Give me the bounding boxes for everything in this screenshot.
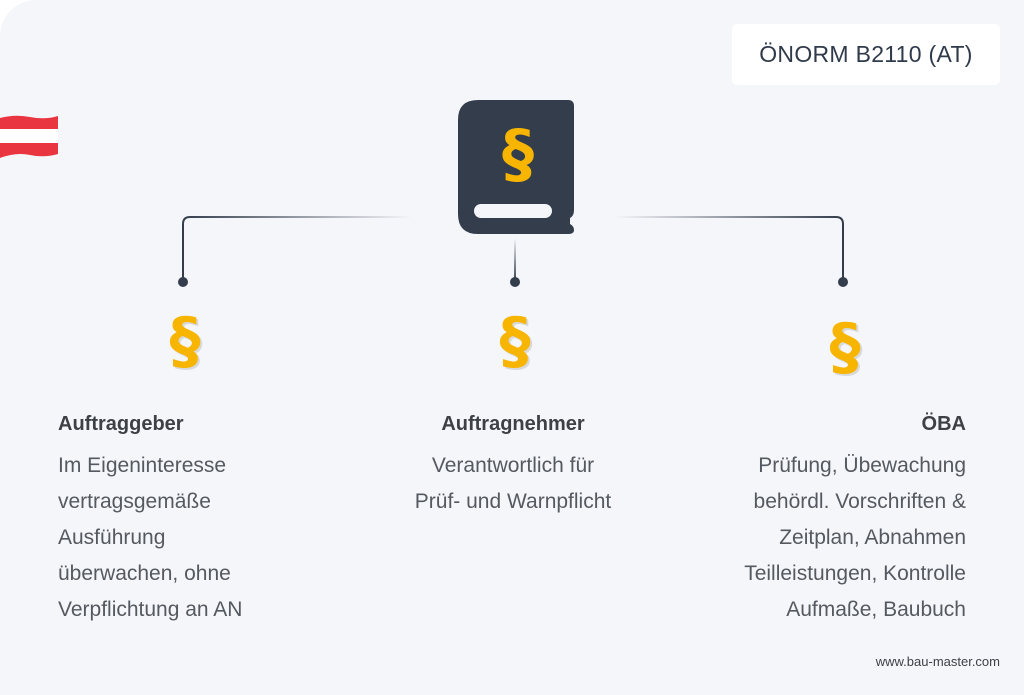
- role-title: ÖBA: [921, 413, 966, 435]
- role-text-line: überwachen, ohne: [58, 562, 231, 585]
- svg-text:§: §: [832, 312, 863, 385]
- connector-dot-right: [838, 277, 848, 287]
- role-text-line: Zeitplan, Abnahmen: [779, 526, 966, 549]
- svg-text:§: §: [172, 306, 203, 379]
- law-book-icon: §: [458, 100, 574, 234]
- role-text-line: vertragsgemäße: [58, 490, 211, 513]
- role-auftragnehmer: Auftragnehmer Verantwortlich für Prüf- u…: [370, 412, 656, 520]
- role-text-line: behördl. Vorschriften &: [753, 490, 966, 513]
- svg-text:§: §: [502, 306, 533, 379]
- role-text-line: Prüfung, Übewachung: [758, 454, 966, 477]
- svg-text:§: §: [500, 304, 531, 377]
- role-text-line: Aufmaße, Baubuch: [786, 598, 966, 621]
- role-text-line: Teilleistungen, Kontrolle: [744, 562, 966, 585]
- website-link[interactable]: www.bau-master.com: [875, 654, 1000, 669]
- paragraph-icon: § §: [830, 310, 863, 385]
- svg-text:§: §: [830, 310, 861, 383]
- connector-dot-middle: [510, 277, 520, 287]
- role-oeba: ÖBA Prüfung, Übewachung behördl. Vorschr…: [744, 412, 966, 628]
- svg-text:§: §: [170, 304, 201, 377]
- austria-flag-icon: [0, 115, 58, 158]
- role-title: Auftragnehmer: [441, 413, 585, 435]
- svg-text:§: §: [502, 118, 534, 192]
- role-text-line: Verantwortlich für: [431, 454, 595, 477]
- connector-dot-left: [178, 277, 188, 287]
- role-title: Auftraggeber: [58, 413, 184, 435]
- role-text-line: Prüf- und Warnpflicht: [414, 490, 612, 513]
- paragraph-icon: § §: [500, 304, 533, 379]
- role-text-line: Im Eigeninteresse: [58, 454, 227, 477]
- paragraph-icon: § §: [170, 304, 203, 379]
- role-text-line: Verpflichtung an AN: [58, 598, 243, 621]
- role-auftraggeber: Auftraggeber Im Eigeninteresse vertragsg…: [58, 412, 242, 628]
- standard-badge-label: ÖNORM B2110 (AT): [759, 41, 973, 67]
- standard-badge: ÖNORM B2110 (AT): [732, 24, 1000, 85]
- role-text-line: Ausführung: [58, 526, 166, 549]
